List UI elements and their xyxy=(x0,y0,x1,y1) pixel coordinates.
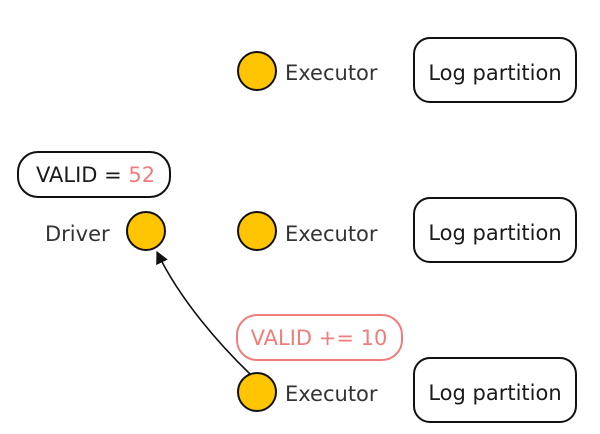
valid-prefix: VALID = xyxy=(36,163,128,187)
log-partition-label-1: Log partition xyxy=(428,61,561,85)
valid-number: 52 xyxy=(128,163,155,187)
update-box xyxy=(236,314,403,361)
update-text: VALID += 10 xyxy=(251,326,388,350)
executor-node-1 xyxy=(237,51,277,91)
log-partition-label-2: Log partition xyxy=(428,221,561,245)
update-arrow xyxy=(156,250,251,375)
log-partition-box-1 xyxy=(413,37,577,103)
executor-row-3: Executor Log partition xyxy=(237,357,577,423)
executor-node-3 xyxy=(237,372,277,412)
valid-value-box xyxy=(17,151,171,198)
executor-label-3: Executor xyxy=(285,382,378,406)
driver-valid-box: VALID = 52 xyxy=(17,151,171,198)
valid-value-text: VALID = 52 xyxy=(36,163,155,187)
driver: Driver xyxy=(45,211,166,251)
log-partition-label-3: Log partition xyxy=(428,381,561,405)
executor-label-1: Executor xyxy=(285,61,378,85)
executor-row-1: Executor Log partition xyxy=(237,37,577,103)
driver-node xyxy=(126,211,166,251)
driver-label: Driver xyxy=(45,222,110,246)
executor-row-2: Executor Log partition xyxy=(237,197,577,263)
executor-label-2: Executor xyxy=(285,222,378,246)
executor-node-2 xyxy=(237,211,277,251)
update-box-group: VALID += 10 xyxy=(236,314,403,361)
log-partition-box-2 xyxy=(413,197,577,263)
log-partition-box-3 xyxy=(413,357,577,423)
